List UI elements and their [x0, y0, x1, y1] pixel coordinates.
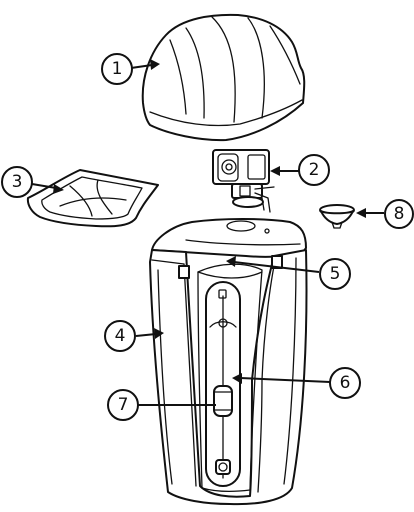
brine-well	[205, 281, 241, 487]
callout-6-label: 6	[340, 373, 351, 393]
callout-7: 7	[107, 389, 139, 421]
cabinet	[149, 218, 308, 506]
callout-4: 4	[104, 320, 136, 352]
callout-7-label: 7	[118, 395, 129, 415]
callout-4-label: 4	[115, 326, 126, 346]
callout-1-label: 1	[112, 59, 123, 79]
brine-lid	[26, 169, 159, 228]
leader-lines	[31, 59, 384, 406]
callout-8-label: 8	[394, 204, 405, 224]
callout-3-label: 3	[12, 172, 23, 192]
callout-5-label: 5	[330, 264, 341, 284]
callout-1: 1	[101, 53, 133, 85]
control-valve	[212, 149, 275, 213]
salt-cap	[319, 204, 355, 229]
cover-lid	[141, 13, 306, 142]
callout-3: 3	[1, 166, 33, 198]
callout-2-label: 2	[309, 160, 320, 180]
callout-8: 8	[384, 199, 414, 229]
callout-5: 5	[319, 258, 351, 290]
callout-2: 2	[298, 154, 330, 186]
callout-6: 6	[329, 367, 361, 399]
